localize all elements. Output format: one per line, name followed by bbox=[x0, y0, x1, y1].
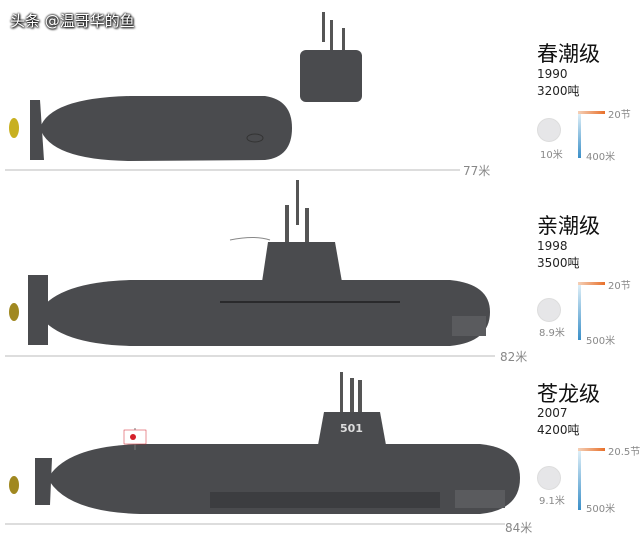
rising-sun-flag-icon bbox=[123, 428, 147, 450]
speed: 20节 bbox=[608, 281, 631, 292]
length-label: 77米 bbox=[463, 164, 491, 178]
soryu-submarine bbox=[5, 372, 520, 525]
beam-circle bbox=[537, 298, 561, 322]
watermark: 头条 @温哥华的鱼 bbox=[10, 12, 135, 30]
depth-bar bbox=[578, 450, 581, 510]
depth: 500米 bbox=[586, 504, 616, 515]
speed-bar bbox=[578, 448, 605, 451]
oyashio-submarine bbox=[5, 180, 495, 357]
harushio-submarine bbox=[5, 12, 460, 171]
year: 2007 bbox=[537, 406, 568, 420]
beam-circle bbox=[537, 466, 561, 490]
depth: 400米 bbox=[586, 152, 616, 163]
year: 1998 bbox=[537, 239, 568, 253]
length-label: 84米 bbox=[505, 521, 533, 535]
beam: 8.9米 bbox=[539, 328, 565, 339]
beam: 10米 bbox=[540, 150, 563, 161]
class-name: 亲潮级 bbox=[537, 214, 600, 238]
beam: 9.1米 bbox=[539, 496, 565, 507]
displacement: 3500吨 bbox=[537, 256, 580, 270]
speed: 20.5节 bbox=[608, 447, 640, 458]
displacement: 4200吨 bbox=[537, 423, 580, 437]
speed-bar bbox=[578, 282, 605, 285]
speed: 20节 bbox=[608, 110, 631, 121]
depth: 500米 bbox=[586, 336, 616, 347]
length-label: 82米 bbox=[500, 350, 528, 364]
depth-bar bbox=[578, 284, 581, 340]
beam-circle bbox=[537, 118, 561, 142]
speed-bar bbox=[578, 111, 605, 114]
displacement: 3200吨 bbox=[537, 84, 580, 98]
class-name: 春潮级 bbox=[537, 42, 600, 66]
hull-number: 501 bbox=[340, 422, 363, 435]
year: 1990 bbox=[537, 67, 568, 81]
depth-bar bbox=[578, 113, 581, 158]
harushio-hull-main bbox=[40, 96, 292, 161]
class-name: 苍龙级 bbox=[537, 382, 600, 406]
